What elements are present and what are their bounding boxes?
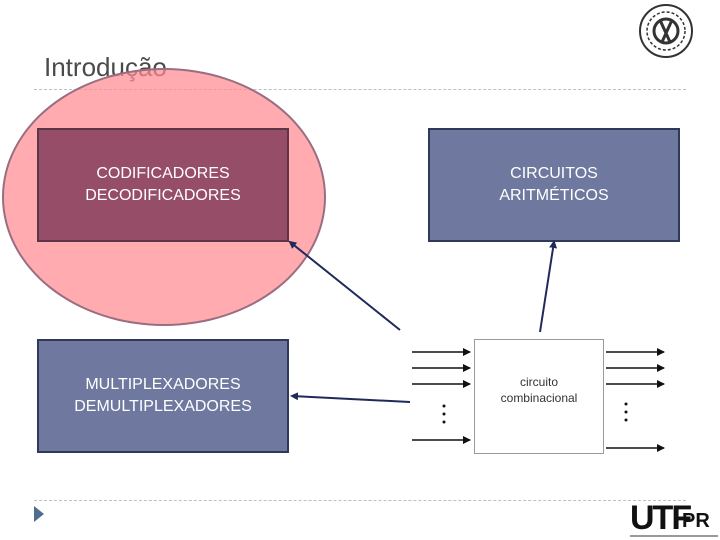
arrow-to-mux: [290, 392, 411, 403]
output-lines: [606, 348, 665, 452]
utfpr-logo: UTF PR: [630, 500, 720, 540]
combinational-circuit-block: circuito combinacional: [474, 339, 604, 454]
logo-mark: UTF: [630, 499, 692, 537]
arithmetic-box: CIRCUITOS ARITMÉTICOS: [428, 128, 680, 242]
codec-label: CODIFICADORES DECODIFICADORES: [85, 165, 241, 204]
arrow-to-codec: [288, 240, 401, 331]
arithmetic-label: CIRCUITOS ARITMÉTICOS: [499, 165, 609, 204]
bottom-divider: [34, 500, 686, 501]
input-lines: [412, 348, 471, 444]
input-ellipsis-icon: [442, 404, 446, 424]
output-ellipsis-icon: [624, 402, 628, 422]
logo-suffix: PR: [682, 510, 710, 532]
codec-box: CODIFICADORES DECODIFICADORES: [37, 128, 289, 242]
mux-label: MULTIPLEXADORES DEMULTIPLEXADORES: [74, 376, 252, 415]
logo-underline: [630, 535, 718, 537]
arrow-to-arithmetic: [539, 240, 558, 333]
mux-box: MULTIPLEXADORES DEMULTIPLEXADORES: [37, 339, 289, 453]
circuit-label: circuito combinacional: [500, 374, 578, 405]
nav-bullet-icon: [34, 506, 44, 522]
top-divider: [34, 89, 686, 90]
university-seal-icon: [639, 4, 693, 58]
